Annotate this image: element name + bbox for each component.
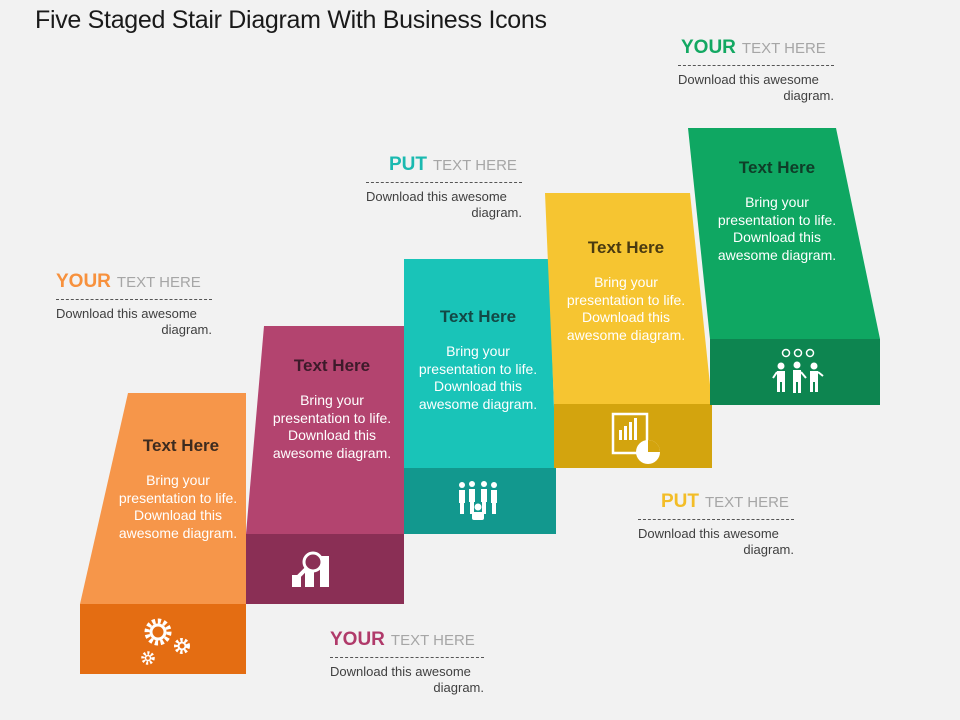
step-3-line-2: presentation to life. xyxy=(418,360,538,377)
team-icon xyxy=(459,481,497,520)
callout-1-body: Download this awesome diagram. xyxy=(56,306,212,338)
gears-icon xyxy=(141,618,190,665)
callout-4-divider xyxy=(638,519,794,520)
callout-2-body: Download this awesome diagram. xyxy=(330,664,484,696)
step-1-body: Bring your presentation to life. Downloa… xyxy=(108,472,248,542)
callout-4-heading: PUT TEXT HERE xyxy=(638,491,794,513)
callout-5-keyword: YOUR xyxy=(681,37,736,58)
callout-2-rest: TEXT HERE xyxy=(390,632,475,649)
callout-3-body: Download this awesome diagram. xyxy=(366,189,522,221)
step-5-body: Bring your presentation to life. Downloa… xyxy=(704,194,850,264)
callout-4: PUT TEXT HERE Download this awesome diagr… xyxy=(638,491,794,558)
callout-5: YOUR TEXT HERE Download this awesome diag… xyxy=(678,37,834,104)
callout-4-body: Download this awesome diagram. xyxy=(638,526,794,558)
callout-2-keyword: YOUR xyxy=(330,629,385,650)
step-5-line-3: Download this xyxy=(733,229,821,245)
people-ideas-icon xyxy=(772,348,824,393)
step-4-title: Text Here xyxy=(587,238,665,257)
step-3-body: Bring your presentation to life. Downloa… xyxy=(406,343,550,413)
callout-1-rest: TEXT HERE xyxy=(116,274,201,291)
callout-4-line-1: Download this awesome xyxy=(638,526,779,541)
callout-2-line-1: Download this awesome xyxy=(330,664,471,679)
step-4-line-2: presentation to life. xyxy=(566,291,686,308)
callout-2-divider xyxy=(330,657,484,658)
step-1-face xyxy=(80,393,246,604)
step-2-line-1: Bring your xyxy=(300,392,364,408)
step-4-line-1: Bring your xyxy=(594,274,658,290)
callout-4-line-2: diagram. xyxy=(743,542,794,557)
callout-3-line-2: diagram. xyxy=(471,205,522,220)
callout-5-line-2: diagram. xyxy=(783,88,834,103)
callout-3-heading: PUT TEXT HERE xyxy=(366,154,522,176)
step-5-line-1: Bring your xyxy=(745,194,809,210)
callout-1: YOUR TEXT HERE Download this awesome diag… xyxy=(56,271,212,338)
callout-5-body: Download this awesome diagram. xyxy=(678,72,834,104)
step-5-line-4: awesome diagram. xyxy=(717,246,837,263)
step-5-title: Text Here xyxy=(738,158,816,177)
step-1-title: Text Here xyxy=(142,436,220,455)
step-1-line-2: presentation to life. xyxy=(118,489,238,506)
stair-step-4 xyxy=(545,193,712,468)
magnifier-chart-icon xyxy=(292,551,329,587)
step-4-face xyxy=(545,193,712,404)
callout-1-heading: YOUR TEXT HERE xyxy=(56,271,212,293)
step-4-body: Bring your presentation to life. Downloa… xyxy=(554,274,698,344)
step-4-line-4: awesome diagram. xyxy=(566,326,686,343)
stair-step-1 xyxy=(80,393,246,674)
step-3-line-1: Bring your xyxy=(446,343,510,359)
callout-3-keyword: PUT xyxy=(389,154,427,175)
stair-step-2 xyxy=(246,326,404,604)
step-1-line-3: Download this xyxy=(134,507,222,523)
callout-5-divider xyxy=(678,65,834,66)
step-2-face xyxy=(246,326,404,534)
callout-1-line-2: diagram. xyxy=(161,322,212,337)
step-2-body: Bring your presentation to life. Downloa… xyxy=(262,392,402,462)
step-5-face xyxy=(688,128,880,339)
step-4-line-3: Download this xyxy=(582,309,670,325)
step-1-base xyxy=(80,604,246,674)
callout-4-keyword: PUT xyxy=(661,491,699,512)
callout-5-line-1: Download this awesome xyxy=(678,72,819,87)
callout-5-heading: YOUR TEXT HERE xyxy=(678,37,834,59)
stair-step-3 xyxy=(404,259,556,534)
step-3-title: Text Here xyxy=(439,307,517,326)
step-1-line-4: awesome diagram. xyxy=(118,524,238,541)
step-2-line-3: Download this xyxy=(288,427,376,443)
page-title: Five Staged Stair Diagram With Business … xyxy=(35,6,547,34)
callout-1-divider xyxy=(56,299,212,300)
callout-1-keyword: YOUR xyxy=(56,271,111,292)
callout-3-line-1: Download this awesome xyxy=(366,189,507,204)
callout-3: PUT TEXT HERE Download this awesome diagr… xyxy=(366,154,522,221)
callout-2: YOUR TEXT HERE Download this awesome diag… xyxy=(330,629,484,696)
callout-3-divider xyxy=(366,182,522,183)
callout-5-rest: TEXT HERE xyxy=(741,40,826,57)
callout-1-line-1: Download this awesome xyxy=(56,306,197,321)
step-2-title: Text Here xyxy=(293,356,371,375)
step-5-line-2: presentation to life. xyxy=(717,211,837,228)
callout-2-heading: YOUR TEXT HERE xyxy=(330,629,484,651)
callout-2-line-2: diagram. xyxy=(433,680,484,695)
report-icon xyxy=(611,412,660,464)
step-2-line-2: presentation to life. xyxy=(272,409,392,426)
step-3-face xyxy=(404,259,556,468)
callout-3-rest: TEXT HERE xyxy=(433,157,517,174)
step-3-line-3: Download this xyxy=(434,378,522,394)
step-3-base xyxy=(404,468,556,534)
step-1-line-1: Bring your xyxy=(146,472,210,488)
step-2-line-4: awesome diagram. xyxy=(272,444,392,461)
callout-4-rest: TEXT HERE xyxy=(705,494,789,511)
step-3-line-4: awesome diagram. xyxy=(418,395,538,412)
